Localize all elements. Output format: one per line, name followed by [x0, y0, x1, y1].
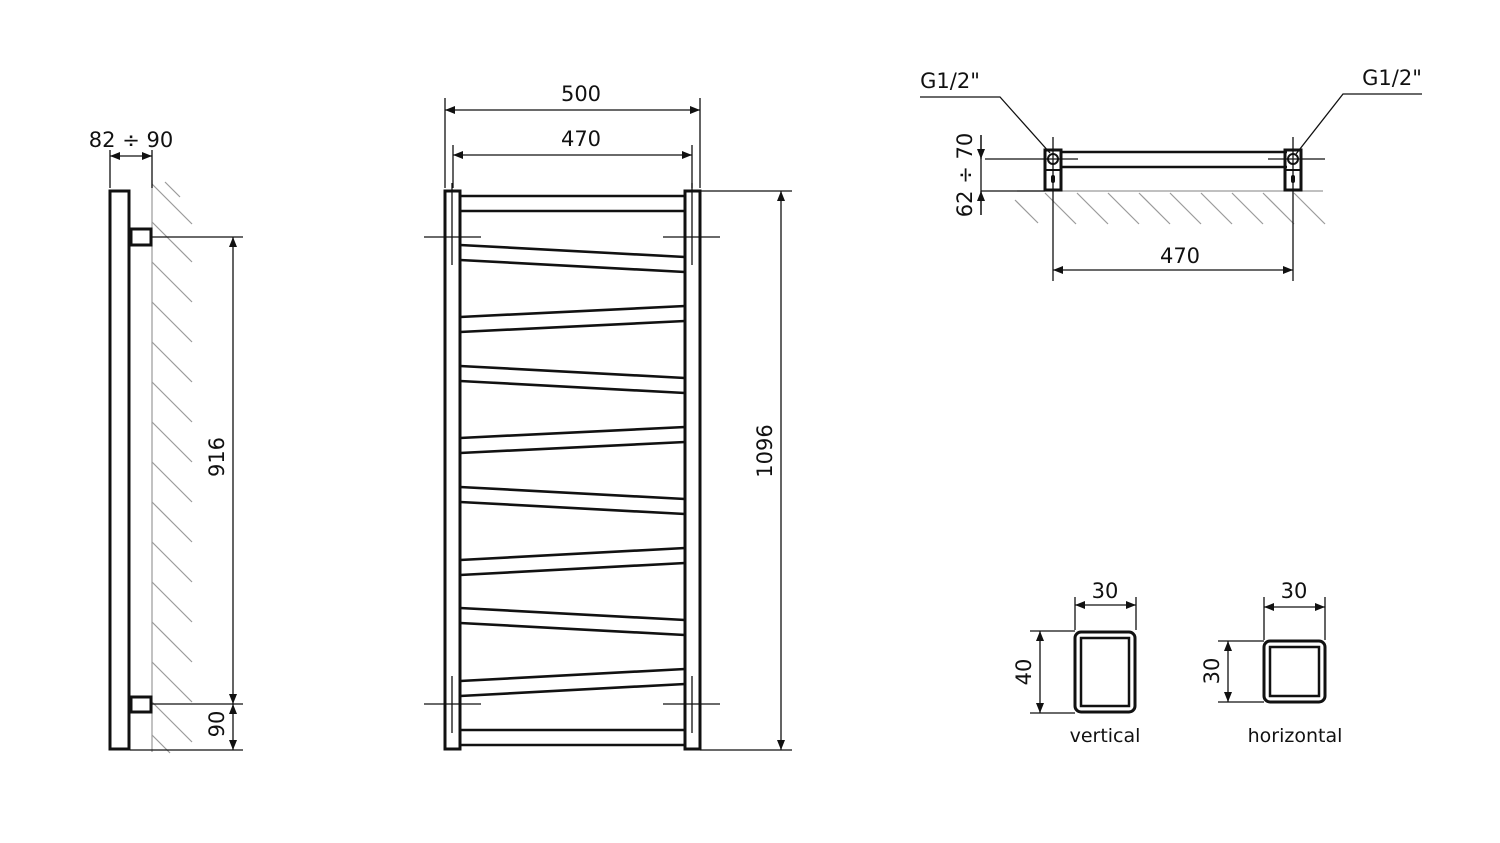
side-depth-label: 82 ÷ 90: [89, 128, 173, 152]
side-spacing-label: 916: [205, 437, 229, 477]
front-height-label: 1096: [753, 424, 777, 477]
vertical-profile-label: vertical: [1070, 725, 1141, 747]
horizontal-profile-label: horizontal: [1248, 725, 1343, 747]
horizontal-width-label: 30: [1281, 579, 1308, 603]
vertical-height-label: 40: [1012, 659, 1036, 686]
radiator-side-body: [108, 189, 131, 751]
front-width-label: 500: [561, 82, 601, 106]
wall-hatch-top: [1014, 192, 1326, 225]
bracket-bottom: [129, 695, 153, 714]
vertical-profile-outer: [1073, 630, 1137, 714]
horizontal-height-label: 30: [1200, 658, 1224, 685]
left-rail: [443, 189, 462, 751]
wall-hatch: [151, 181, 193, 754]
top-view: G1/2" G1/2" 62 ÷ 70 470: [920, 66, 1422, 281]
vertical-profile-inner: [1079, 636, 1131, 708]
front-connection-width-label: 470: [561, 127, 601, 151]
right-connection-label: G1/2": [1362, 66, 1422, 90]
horizontal-profile-inner: [1268, 645, 1321, 698]
left-connection-label: G1/2": [920, 69, 980, 93]
bracket-top: [129, 227, 153, 247]
rungs: [459, 194, 686, 747]
wall-offset-label: 62 ÷ 70: [953, 133, 977, 217]
right-rail: [683, 189, 702, 751]
top-connection-width-label: 470: [1160, 244, 1200, 268]
side-view: 82 ÷ 90 916 90: [89, 128, 243, 754]
profile-vertical: 30 40 vertical: [1012, 579, 1140, 747]
profile-horizontal: 30 30 horizontal: [1200, 579, 1342, 747]
side-bottom-label: 90: [205, 711, 229, 738]
vertical-width-label: 30: [1092, 579, 1119, 603]
front-view: 500 470: [424, 82, 792, 751]
horizontal-profile-outer: [1262, 639, 1327, 704]
